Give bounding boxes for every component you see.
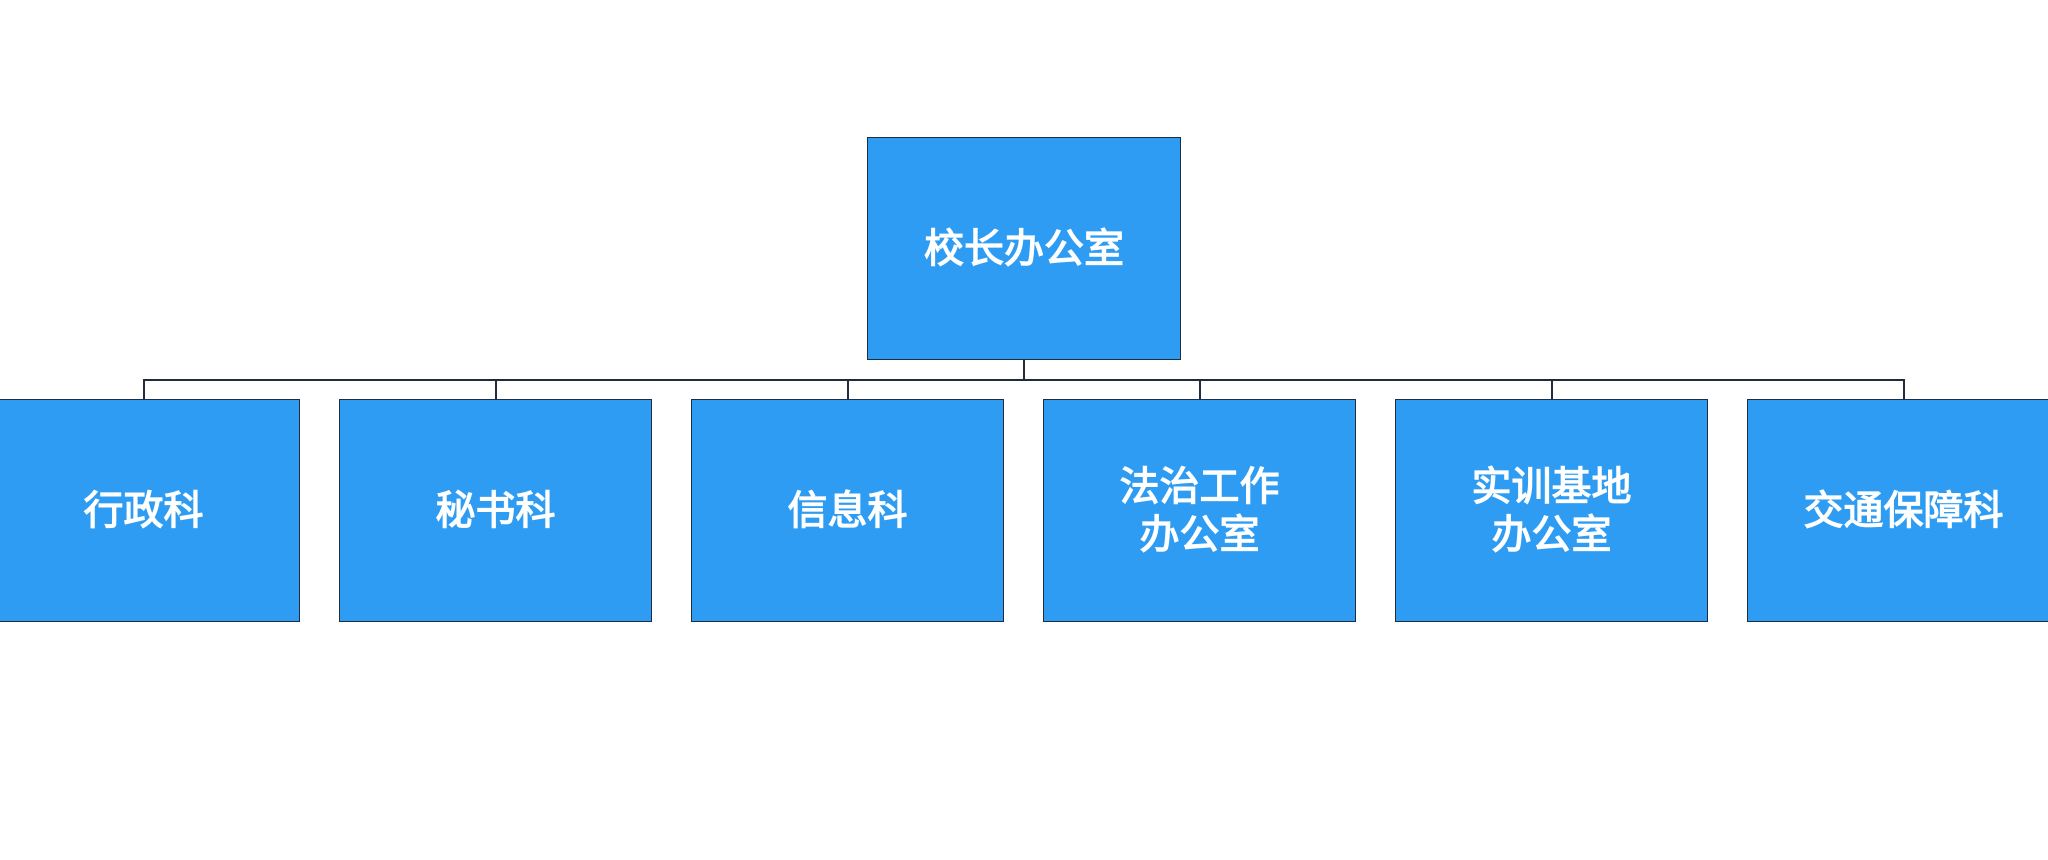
child-box-secretary: 秘书科 bbox=[339, 399, 652, 622]
child-box-information: 信息科 bbox=[691, 399, 1004, 622]
child-connector-line bbox=[495, 379, 497, 399]
child-connector-line bbox=[1903, 379, 1905, 399]
child-box-legal-office: 法治工作 办公室 bbox=[1043, 399, 1356, 622]
child-connector-line bbox=[1551, 379, 1553, 399]
child-box-transport-support: 交通保障科 bbox=[1747, 399, 2048, 622]
child-box-training-base-office: 实训基地 办公室 bbox=[1395, 399, 1708, 622]
child-connector-line bbox=[847, 379, 849, 399]
horizontal-connector-line bbox=[143, 379, 1905, 381]
child-connector-line bbox=[1199, 379, 1201, 399]
child-box-admin: 行政科 bbox=[0, 399, 300, 622]
root-connector-line bbox=[1023, 360, 1025, 380]
child-connector-line bbox=[143, 379, 145, 399]
root-box: 校长办公室 bbox=[867, 137, 1181, 360]
